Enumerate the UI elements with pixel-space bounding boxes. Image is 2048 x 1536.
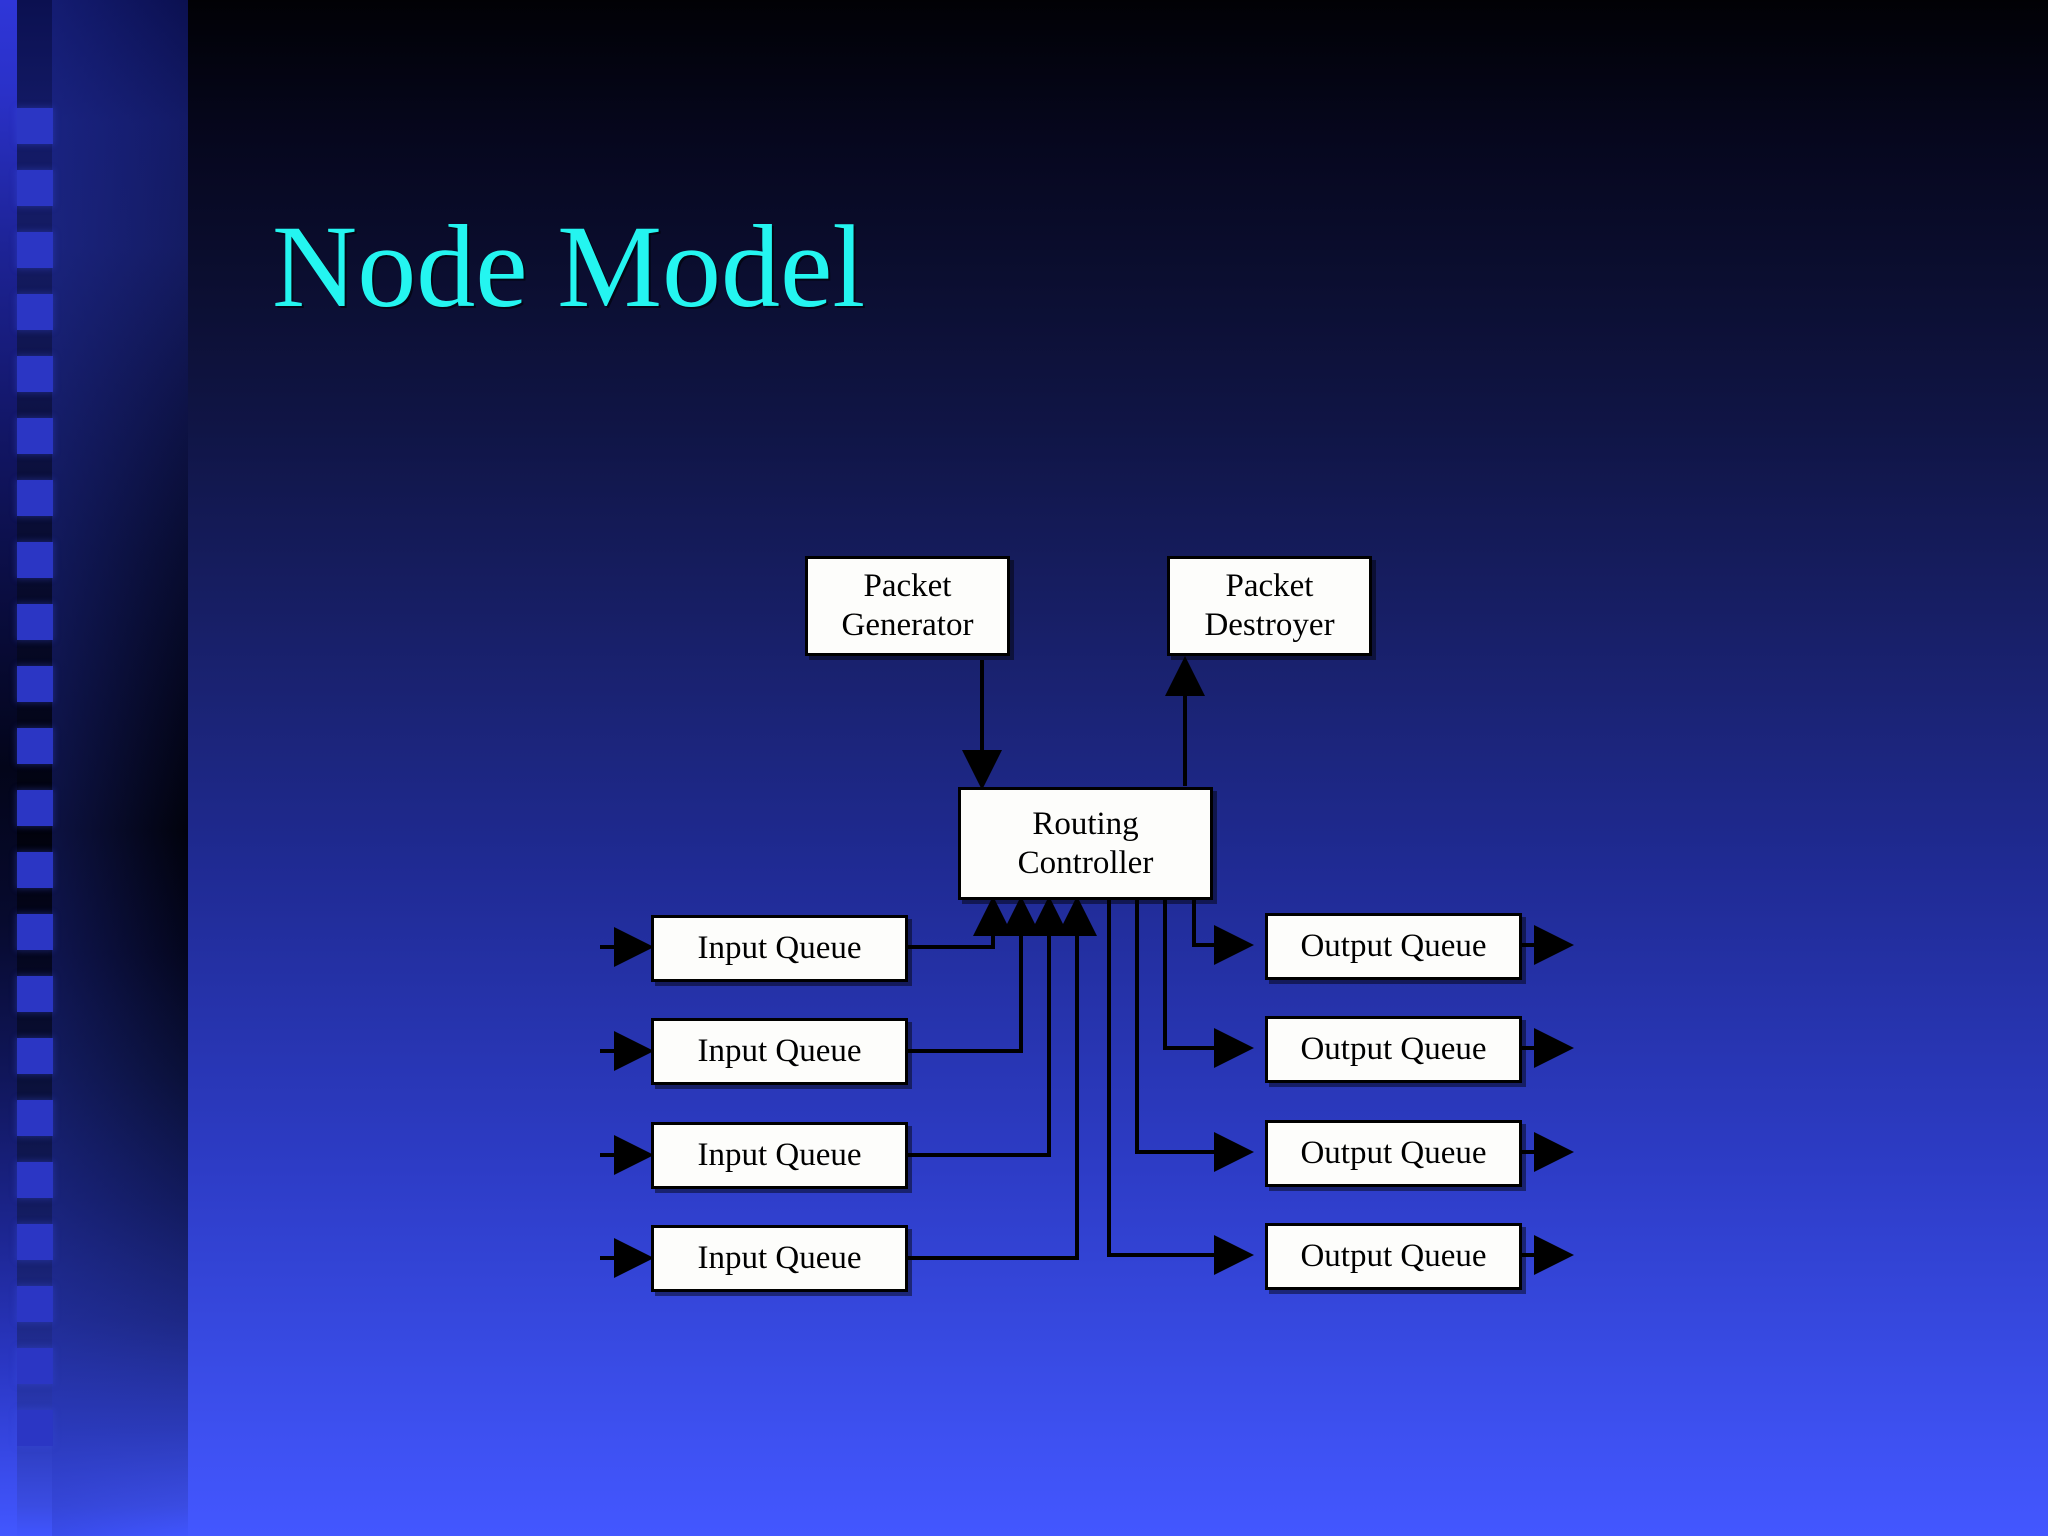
packet-destroyer-label-line2: Destroyer [1204,607,1335,643]
sidebar-square [17,1348,53,1384]
sidebar-square [17,294,53,330]
sidebar-square [17,1100,53,1136]
output-queue-1-label: Output Queue [1300,928,1487,965]
input-queue-3-label: Input Queue [697,1137,862,1174]
node-packet-destroyer[interactable]: Packet Destroyer [1167,556,1372,656]
sidebar-square [17,1038,53,1074]
node-input-queue-1[interactable]: Input Queue [651,915,908,982]
sidebar-square [17,170,53,206]
sidebar-square [17,542,53,578]
node-output-queue-3[interactable]: Output Queue [1265,1120,1522,1187]
node-output-queue-2[interactable]: Output Queue [1265,1016,1522,1083]
node-input-queue-2[interactable]: Input Queue [651,1018,908,1085]
sidebar-square [17,1224,53,1260]
sidebar-square [17,790,53,826]
sidebar-square [17,914,53,950]
sidebar-square [17,418,53,454]
routing-controller-label-line1: Routing [1032,805,1139,842]
routing-controller-label-line2: Controller [1017,844,1154,881]
node-routing-controller[interactable]: Routing Controller [958,787,1213,900]
sidebar-square [17,1410,53,1446]
input-queue-1-label: Input Queue [697,930,862,967]
node-output-queue-4[interactable]: Output Queue [1265,1223,1522,1290]
packet-generator-label-line2: Generator [841,607,974,643]
sidebar-square [17,976,53,1012]
packet-generator-label-line1: Packet [863,568,952,605]
input-queue-2-label: Input Queue [697,1033,862,1070]
sidebar-square [17,666,53,702]
node-packet-generator[interactable]: Packet Generator [805,556,1010,656]
sidebar-accent-strip [0,0,17,1536]
sidebar-square [17,108,53,144]
sidebar-square [17,356,53,392]
node-output-queue-1[interactable]: Output Queue [1265,913,1522,980]
sidebar-square [17,1286,53,1322]
input-queue-4-label: Input Queue [697,1240,862,1277]
sidebar-square [17,604,53,640]
sidebar-square [17,480,53,516]
packet-destroyer-label-line1: Packet [1225,568,1314,605]
sidebar-square [17,728,53,764]
output-queue-4-label: Output Queue [1300,1238,1487,1275]
sidebar-square [17,1162,53,1198]
sidebar-square [17,852,53,888]
node-input-queue-4[interactable]: Input Queue [651,1225,908,1292]
output-queue-3-label: Output Queue [1300,1135,1487,1172]
output-queue-2-label: Output Queue [1300,1031,1487,1068]
sidebar-square [17,232,53,268]
page-title: Node Model [272,201,866,332]
node-input-queue-3[interactable]: Input Queue [651,1122,908,1189]
